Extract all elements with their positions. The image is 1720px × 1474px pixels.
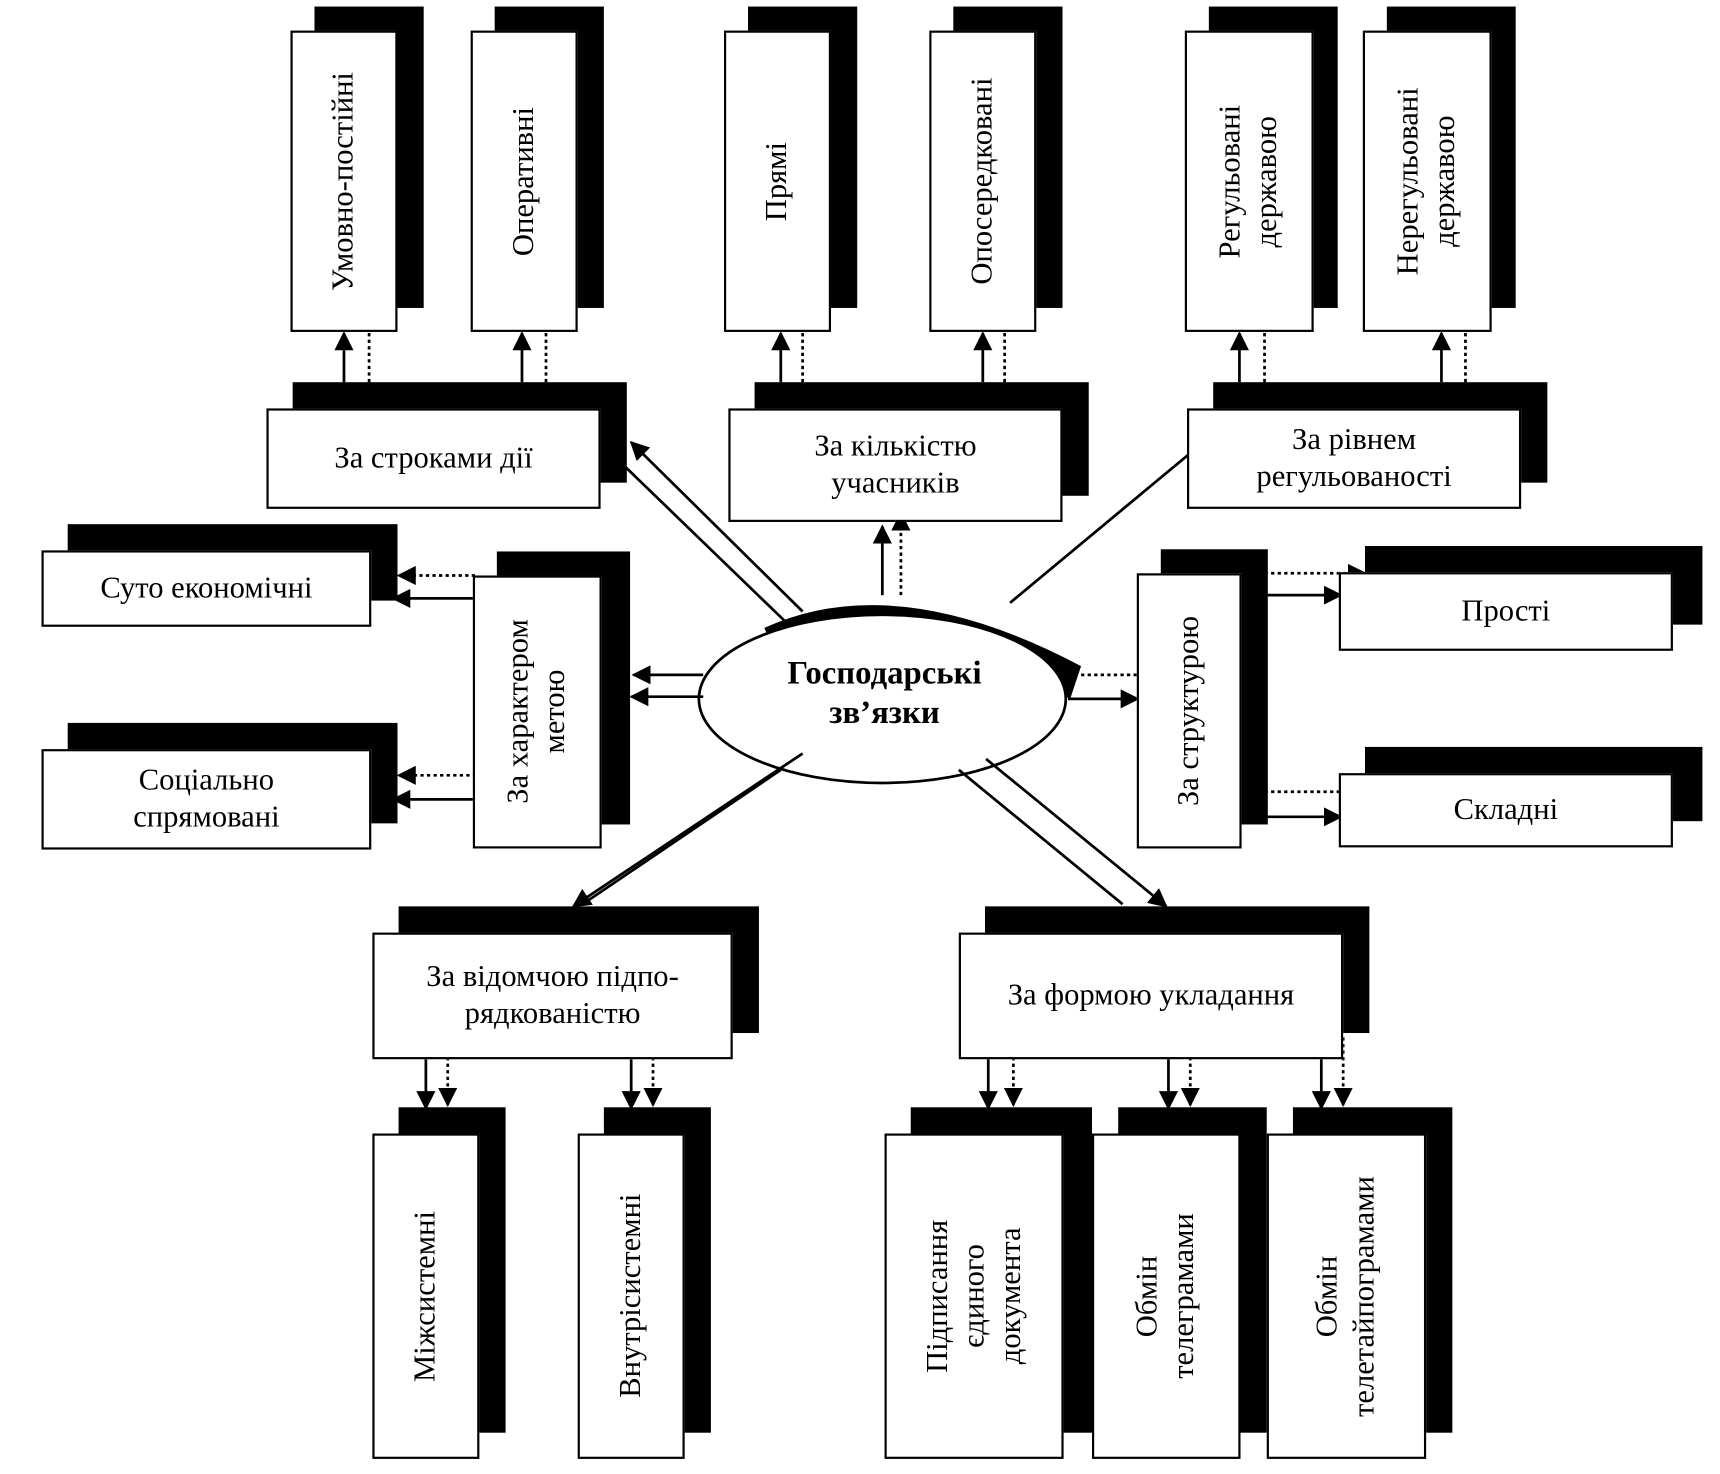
leaf-label: Міжсистемні (408, 1210, 443, 1382)
leaf-label: Опосередковані (965, 77, 1000, 285)
leaf-operational: Оперативні (470, 6, 604, 332)
leaf-socially-oriented: Соціально спрямовані (41, 722, 398, 850)
category-purpose: За характером метою (472, 551, 631, 849)
category-label: За рівнем регульованості (1256, 423, 1452, 494)
category-regulation: За рівнем регульованості (1187, 382, 1548, 509)
category-terms: За строками дії (266, 382, 627, 509)
category-label: За формою укладання (1007, 978, 1295, 1013)
leaf-label: Підписання єдиного документа (920, 1219, 1028, 1373)
center-label: Господарські зв’язки (787, 655, 982, 731)
leaf-label: Прості (1461, 594, 1551, 629)
arrow-to-terms-2 (621, 463, 788, 624)
category-label: За строками дії (334, 441, 533, 476)
category-form: За формою укладання (958, 906, 1370, 1060)
leaf-label: Обмін телеграмами (1130, 1213, 1202, 1379)
category-participants: За кількістю учасників (728, 382, 1089, 522)
arrow-to-form (957, 768, 1124, 906)
leaf-label: Оперативні (506, 106, 541, 256)
leaf-teletype-exchange: Обмін телетайпограмами (1266, 1107, 1453, 1459)
leaf-label: Обмін телетайпограмами (1310, 1175, 1382, 1417)
leaf-indirect: Опосередковані (929, 6, 1063, 332)
center-ellipse (697, 613, 1068, 785)
arrow-to-form-2 (985, 757, 1168, 908)
leaf-complex: Складні (1338, 746, 1703, 848)
leaf-label: Складні (1453, 793, 1559, 827)
leaf-label: Регульовані державою (1213, 104, 1285, 259)
leaf-telegram-exchange: Обмін телеграмами (1092, 1107, 1267, 1459)
leaf-label: Соціально спрямовані (133, 763, 280, 835)
leaf-state-regulated: Регульовані державою (1184, 6, 1338, 332)
category-label: За структурою (1171, 615, 1206, 806)
leaf-label: Прямі (760, 141, 795, 221)
leaf-label: Внутрісистемні (613, 1194, 648, 1399)
leaf-label: Умовно-постійні (326, 71, 361, 291)
leaf-intrasystem: Внутрісистемні (577, 1107, 711, 1459)
leaf-intersystem: Міжсистемні (372, 1107, 506, 1459)
category-label: За відомчою підпо- рядкованістю (426, 960, 679, 1031)
leaf-state-unregulated: Нерегульовані державою (1362, 6, 1516, 332)
leaf-label: Нерегульовані державою (1391, 87, 1463, 276)
arrow-to-subordination (571, 752, 804, 908)
leaf-direct: Прямі (723, 6, 858, 332)
leaf-simple: Прості (1338, 546, 1703, 651)
arrow-to-terms (629, 440, 804, 613)
category-label: За характером метою (501, 619, 573, 805)
category-subordination: За відомчою підпо- рядкованістю (372, 906, 759, 1060)
leaf-conditionally-permanent: Умовно-постійні (290, 6, 424, 332)
category-structure: За структурою (1136, 549, 1268, 849)
arrow-to-regulation (1009, 435, 1212, 604)
category-label: За кількістю учасників (814, 429, 977, 501)
leaf-single-document: Підписання єдиного документа (884, 1107, 1092, 1459)
arrow-to-subordination-2 (586, 768, 782, 903)
leaf-purely-economic: Суто економічні (41, 524, 398, 627)
leaf-label: Суто економічні (100, 571, 313, 606)
